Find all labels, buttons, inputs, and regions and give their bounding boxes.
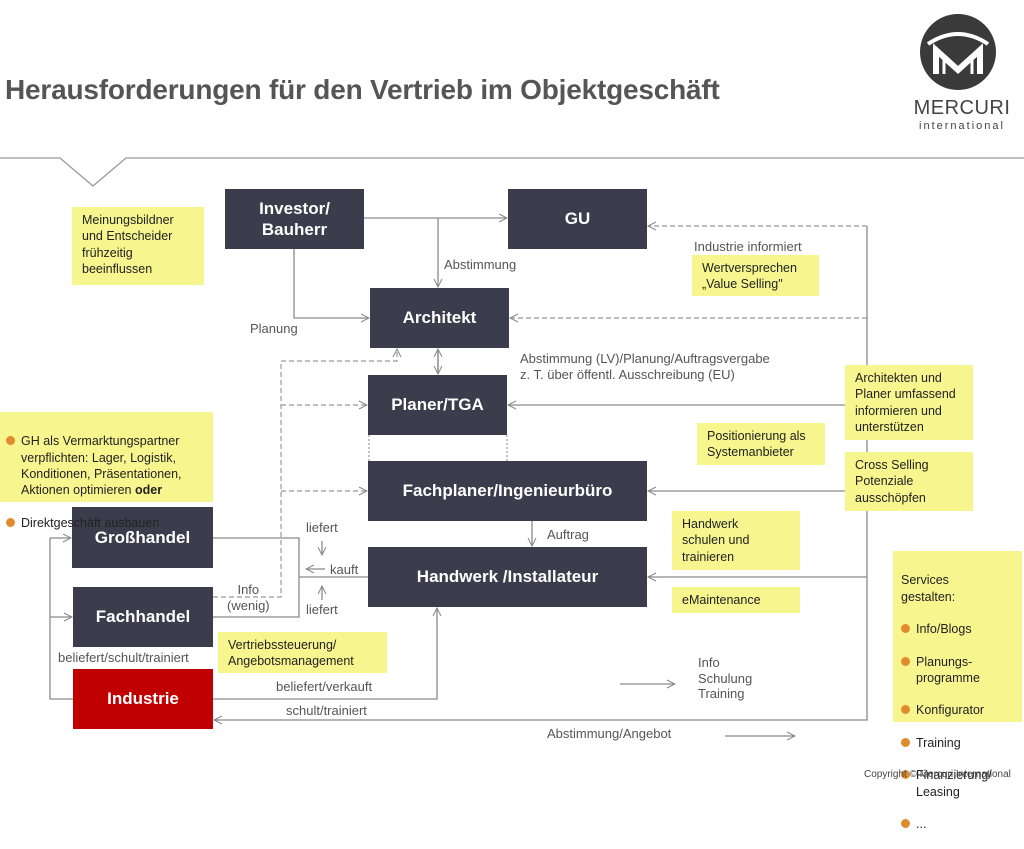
bullet-icon — [901, 705, 910, 715]
legend-info-schulung-training: Info Schulung Training — [698, 655, 753, 702]
label-liefert-top: liefert — [306, 520, 338, 535]
note-meinungsbildner: Meinungsbildner und Entscheider frühzeit… — [72, 207, 204, 285]
page-title: Herausforderungen für den Vertrieb im Ob… — [5, 74, 720, 105]
service-item: Training — [901, 735, 1014, 751]
bullet-text: GH als Vermarktungspartner verpflichten:… — [21, 434, 182, 497]
service-text: ... — [916, 817, 927, 831]
bullet-icon — [901, 819, 910, 828]
note-handwerk-schulen: Handwerk schulen und trainieren — [672, 511, 800, 570]
bullet-text: Direktgeschäft ausbauen — [21, 515, 160, 530]
node-grosshandel: Großhandel — [72, 507, 213, 568]
node-fachhandel: Fachhandel — [73, 587, 213, 647]
label-abstimmung-lv: Abstimmung (LV)/Planung/Auftragsvergabe … — [520, 351, 770, 382]
bullet-icon — [901, 737, 910, 747]
service-text: Planungs- programme — [916, 654, 980, 685]
bullet-item: GH als Vermarktungspartner verpflichten:… — [6, 433, 207, 498]
note-emaintenance: eMaintenance — [672, 587, 800, 613]
label-schult-trainiert: schult/trainiert — [286, 703, 367, 718]
logo-subtitle: international — [919, 120, 1005, 132]
services-title: Services gestalten: — [901, 573, 956, 604]
label-kauft: kauft — [330, 562, 359, 577]
mercuri-logo: MERCURI international — [906, 12, 1018, 132]
bullet-icon — [6, 436, 15, 446]
service-item: ... — [901, 816, 1014, 832]
node-gu: GU — [508, 189, 647, 249]
logo-mark-icon — [920, 14, 996, 90]
logo-name: MERCURI — [913, 97, 1011, 119]
node-investor-bauherr: Investor/ Bauherr — [225, 189, 364, 249]
connector-lines — [0, 157, 1024, 783]
bullet-bold: oder — [134, 483, 163, 497]
bullet-icon — [901, 770, 910, 780]
label-auftrag: Auftrag — [547, 527, 589, 542]
service-item: Planungs- programme — [901, 654, 1014, 687]
label-abstimmung: Abstimmung — [444, 257, 517, 272]
service-item: Info/Blogs — [901, 621, 1014, 637]
note-cross-selling: Cross Selling Potenziale ausschöpfen — [845, 452, 973, 511]
note-services: Services gestalten: Info/Blogs Planungs-… — [893, 551, 1022, 831]
note-architekten-informieren: Architekten und Planer umfassend informi… — [845, 365, 973, 440]
bullet-item: Direktgeschäft ausbauen — [6, 515, 207, 531]
label-industrie-informiert: Industrie informiert — [694, 239, 802, 254]
node-fachplaner: Fachplaner/Ingenieurbüro — [368, 461, 647, 521]
note-vertriebssteuerung: Vertriebssteuerung/ Angebotsmanagement — [218, 632, 387, 673]
service-item: Konfigurator — [901, 702, 1014, 718]
bullet-icon — [901, 624, 910, 633]
note-wertversprechen: Wertversprechen „Value Selling" — [692, 255, 819, 296]
note-grosshandel: GH als Vermarktungspartner verpflichten:… — [0, 412, 213, 530]
legend-abstimmung-angebot: Abstimmung/Angebot — [547, 726, 672, 741]
label-planung: Planung — [250, 321, 298, 336]
note-positionierung: Positionierung als Systemanbieter — [697, 423, 825, 465]
service-text: Info/Blogs — [916, 622, 972, 636]
label-info-wenig: Info (wenig) — [227, 582, 270, 613]
label-beliefert-verkauft: beliefert/verkauft — [276, 679, 373, 694]
node-industrie: Industrie — [73, 669, 213, 729]
service-text: Training — [916, 735, 961, 750]
node-planer-tga: Planer/TGA — [368, 375, 507, 435]
node-handwerk: Handwerk /Installateur — [368, 547, 647, 607]
node-architekt: Architekt — [370, 288, 509, 348]
service-text: Konfigurator — [916, 703, 985, 718]
label-beliefert-schult: beliefert/schult/trainiert — [58, 650, 189, 665]
label-liefert-bottom: liefert — [306, 602, 338, 617]
bullet-icon — [6, 517, 15, 527]
copyright: Copyright © Mercuri International — [864, 769, 1011, 780]
bullet-icon — [901, 656, 910, 666]
